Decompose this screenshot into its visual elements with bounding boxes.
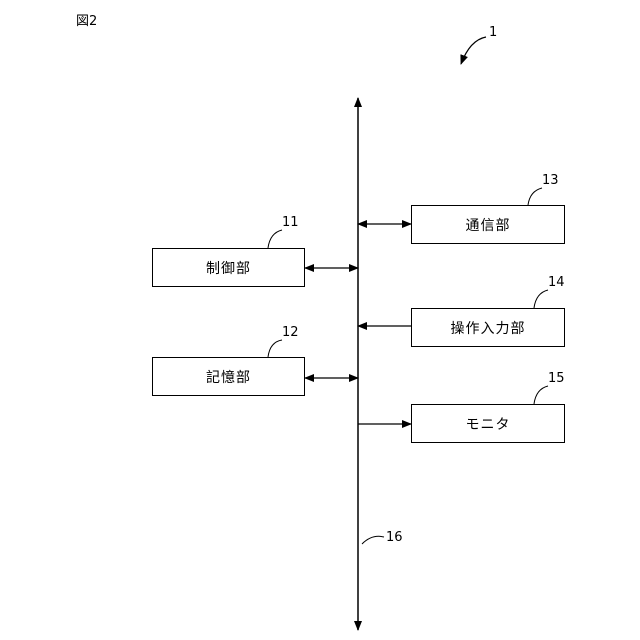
system-ref-leader: [461, 37, 486, 64]
operation-input-block-label: 操作入力部: [451, 318, 526, 338]
operation-input-ref-label: 14: [548, 276, 565, 289]
storage-ref-label: 12: [282, 326, 299, 339]
monitor-block: モニタ: [411, 404, 565, 443]
storage-block-label: 記憶部: [206, 367, 251, 387]
bus-ref-leader: [362, 536, 384, 544]
storage-block: 記憶部: [152, 357, 305, 396]
communication-ref-leader: [528, 188, 542, 205]
control-block-label: 制御部: [206, 258, 251, 278]
monitor-block-label: モニタ: [466, 414, 511, 434]
storage-ref-leader: [268, 340, 282, 357]
operation-input-block: 操作入力部: [411, 308, 565, 347]
control-block: 制御部: [152, 248, 305, 287]
control-ref-label: 11: [282, 216, 299, 229]
communication-block: 通信部: [411, 205, 565, 244]
control-ref-leader: [268, 230, 282, 248]
operation-input-ref-leader: [534, 290, 548, 308]
bus-ref-label: 16: [386, 531, 403, 544]
communication-ref-label: 13: [542, 174, 559, 187]
communication-block-label: 通信部: [466, 215, 511, 235]
system-ref-label: 1: [489, 26, 497, 39]
monitor-ref-leader: [534, 386, 548, 404]
monitor-ref-label: 15: [548, 372, 565, 385]
